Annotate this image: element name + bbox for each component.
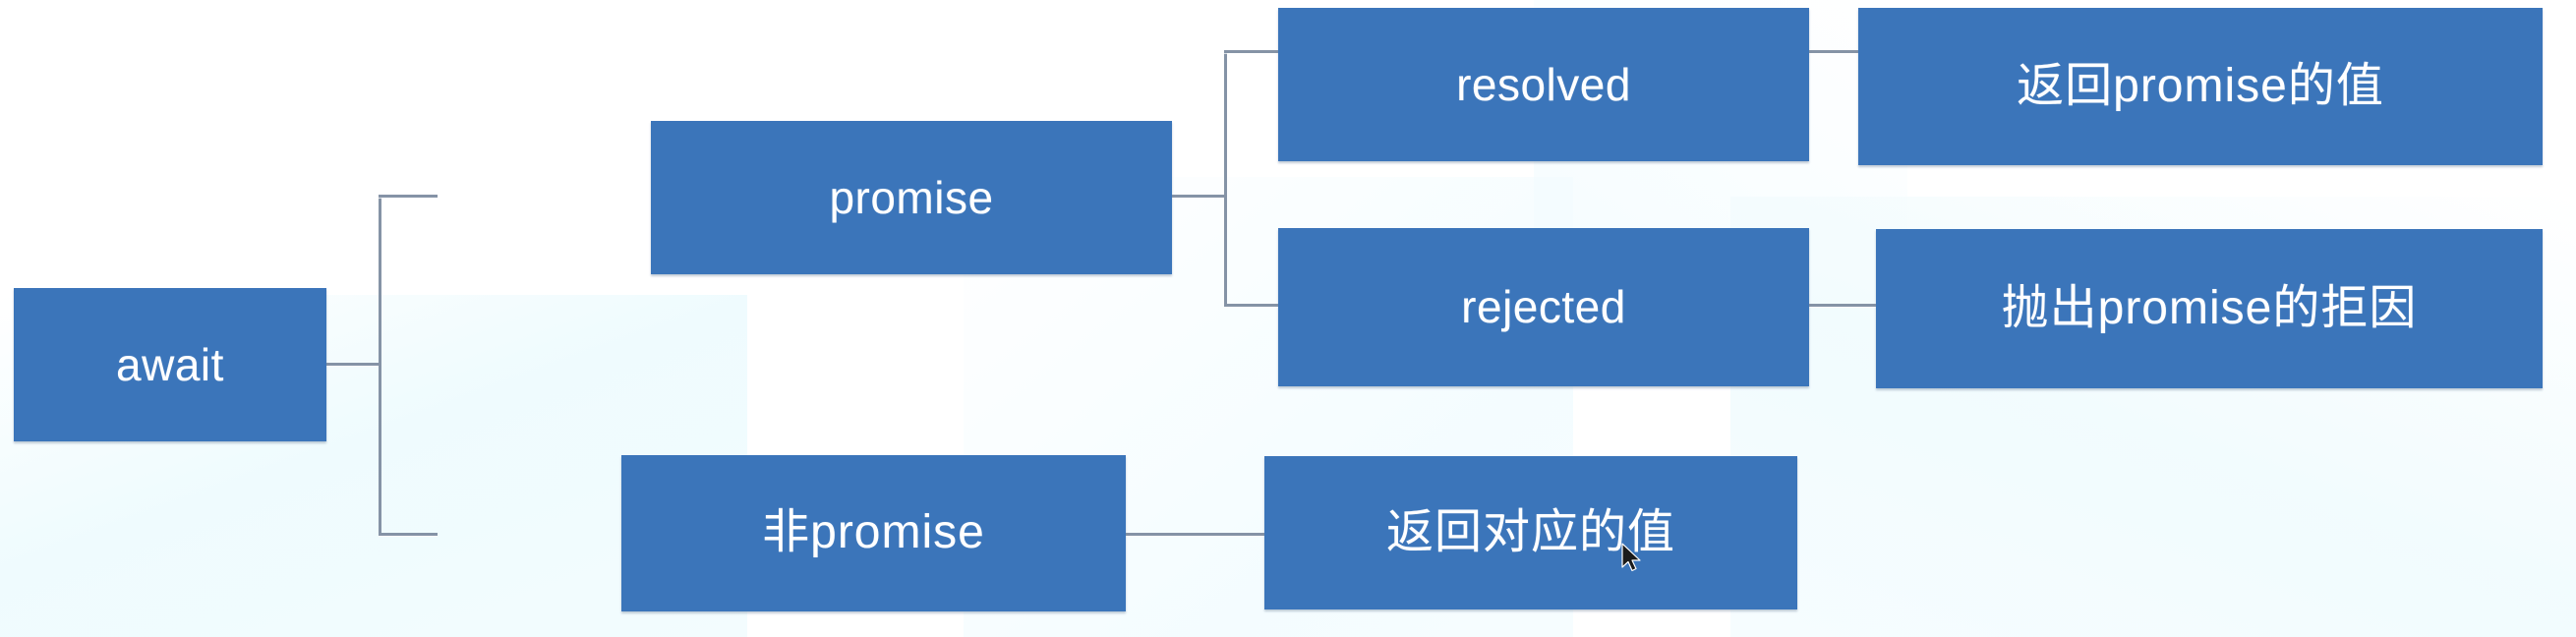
node-return-plain-value-label: 返回对应的值 — [1385, 505, 1675, 558]
node-throw-promise-reason[interactable]: 抛出promise的拒因 — [1876, 229, 2543, 388]
node-non-promise[interactable]: 非promise — [621, 455, 1126, 611]
connector-promise-to-rejected — [1224, 304, 1285, 307]
node-rejected-label: rejected — [1461, 281, 1626, 333]
connector-await-stub — [326, 363, 381, 366]
node-return-plain-value[interactable]: 返回对应的值 — [1264, 456, 1797, 609]
connector-resolved-to-return-value — [1807, 50, 1864, 53]
connector-nonpromise-to-return-value — [1124, 533, 1269, 536]
connector-promise-spine — [1224, 51, 1227, 307]
node-await-label: await — [116, 338, 224, 390]
node-promise-label: promise — [829, 171, 994, 223]
node-resolved-label: resolved — [1456, 58, 1631, 110]
node-return-promise-value-label: 返回promise的值 — [2017, 59, 2384, 112]
connector-promise-stub — [1170, 195, 1227, 198]
node-return-promise-value[interactable]: 返回promise的值 — [1858, 8, 2543, 165]
connector-promise-to-resolved — [1224, 50, 1285, 53]
node-resolved[interactable]: resolved — [1278, 8, 1809, 161]
node-await[interactable]: await — [14, 288, 326, 441]
node-non-promise-label: 非promise — [762, 506, 985, 559]
node-promise[interactable]: promise — [651, 121, 1172, 274]
connector-await-spine — [379, 196, 381, 536]
node-throw-promise-reason-label: 抛出promise的拒因 — [2001, 281, 2418, 334]
connector-rejected-to-throw-reason — [1807, 304, 1880, 307]
connector-await-to-promise — [379, 195, 438, 198]
connector-await-to-nonpromise — [379, 533, 438, 536]
node-rejected[interactable]: rejected — [1278, 228, 1809, 386]
